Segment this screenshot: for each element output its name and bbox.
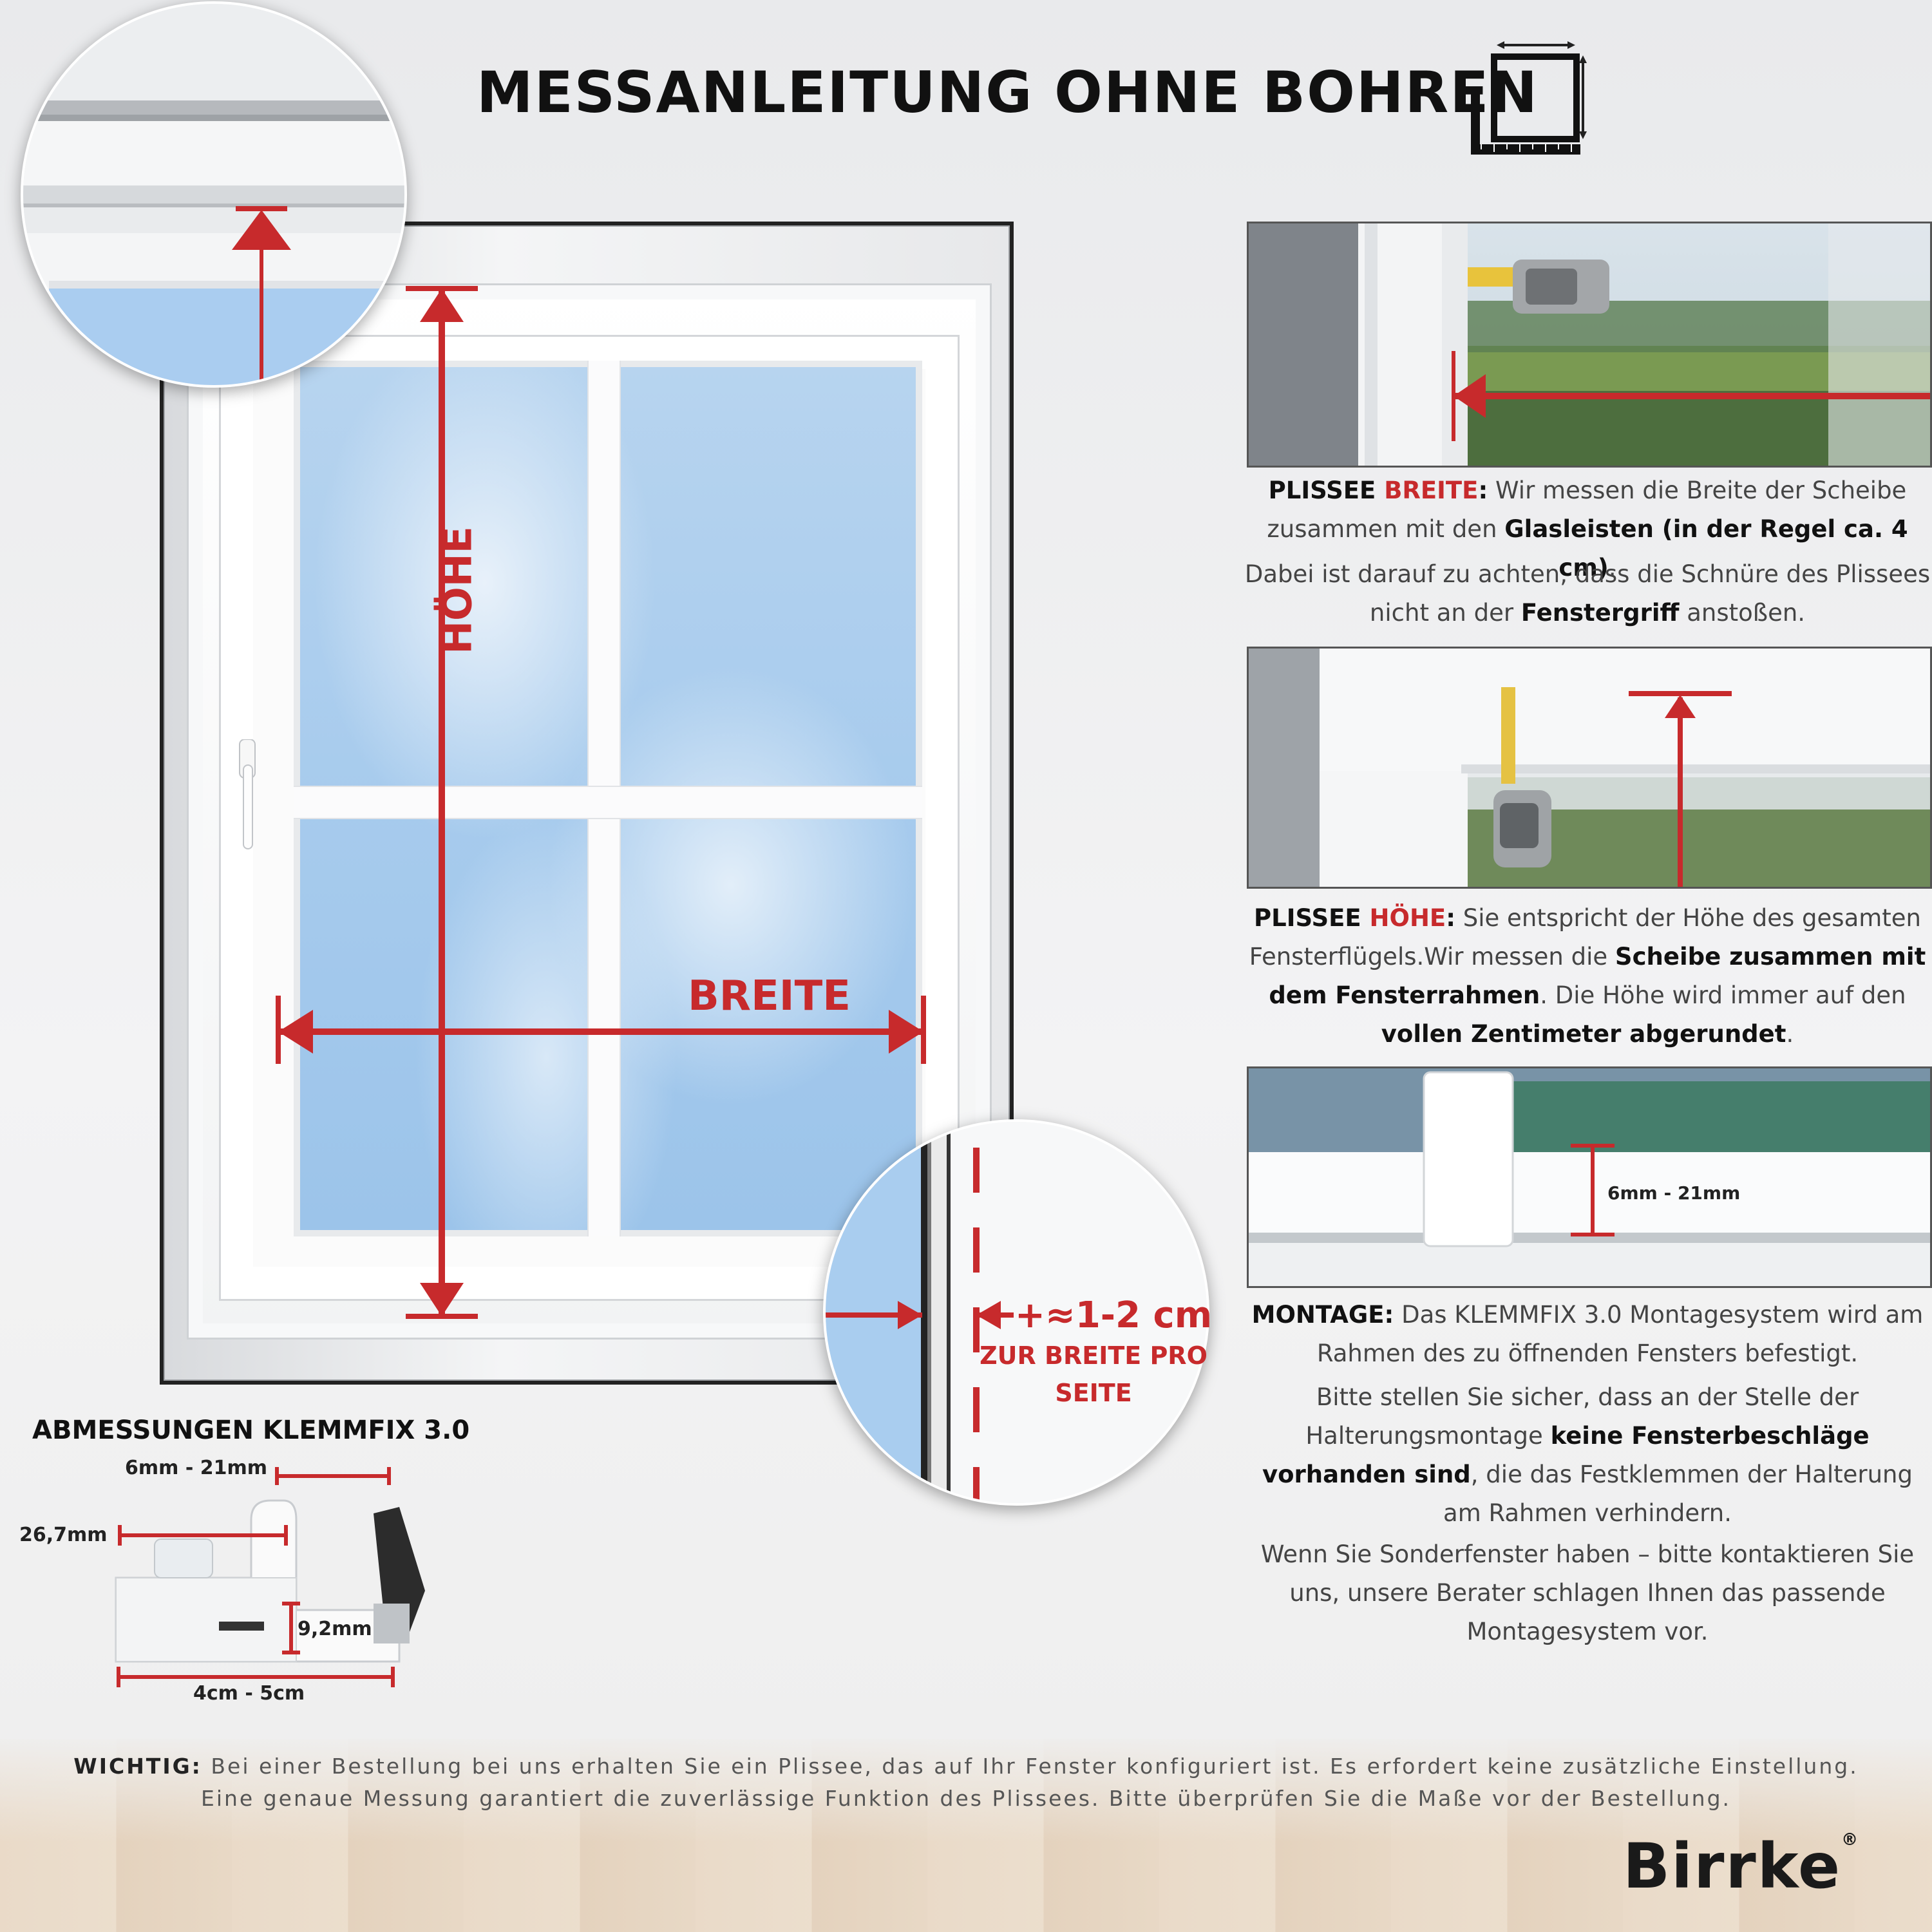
- hoehe-bold-2: vollen Zentimeter abgerundet: [1381, 1020, 1786, 1048]
- floor-fade: [0, 1739, 1932, 1842]
- breite-colon: :: [1478, 477, 1488, 504]
- hoehe-end: .: [1786, 1020, 1794, 1048]
- mount-range-label: 6mm - 21mm: [1607, 1182, 1741, 1204]
- montage-text-1: Das KLEMMFIX 3.0 Montagesystem wird am R…: [1316, 1301, 1924, 1367]
- breite-description: PLISSEE BREITE: Wir messen die Breite de…: [1243, 471, 1932, 587]
- square-ruler-icon: [1471, 41, 1587, 155]
- klemmfix-title: ABMESSUNGEN KLEMMFIX 3.0: [32, 1416, 470, 1445]
- breite-lead: PLISSEE: [1268, 477, 1385, 504]
- klemmfix-dim-top: 6mm - 21mm: [125, 1457, 268, 1479]
- breite-text-2: Dabei ist darauf zu achten, dass die Sch…: [1244, 560, 1931, 627]
- montage-bold-2: keine Fensterbeschläge vorhanden sind: [1262, 1422, 1870, 1488]
- montage-description: MONTAGE: Das KLEMMFIX 3.0 Montagesystem …: [1243, 1296, 1932, 1373]
- height-label: HÖHE: [433, 526, 481, 654]
- side-add-note: ZUR BREITE PRO SEITE: [980, 1341, 1208, 1407]
- photo-height-measure: [1247, 647, 1932, 889]
- photo-height-scene: [1249, 649, 1930, 887]
- side-add-value: +≈1-2 cm: [1015, 1294, 1213, 1336]
- montage-text-2b: , die das Festklemmen der Halterung am R…: [1443, 1461, 1913, 1527]
- hoehe-keyword: HÖHE: [1369, 904, 1446, 932]
- breite-end-2: anstoßen.: [1679, 599, 1806, 627]
- montage-lead: MONTAGE:: [1251, 1301, 1394, 1329]
- window-mullion-horizontal: [294, 786, 922, 819]
- hoehe-text-1: Sie entspricht der Höhe des gesamten Fen…: [1249, 904, 1921, 971]
- klemmfix-dim-height: 9,2mm: [298, 1618, 372, 1640]
- breite-keyword: BREITE: [1384, 477, 1479, 504]
- photo-width-measure: [1247, 222, 1932, 468]
- klemmfix-dim-bottom: 4cm - 5cm: [193, 1682, 305, 1705]
- hoehe-bold-1: Scheibe zusammen mit dem Fensterrahmen: [1269, 943, 1926, 1009]
- klemmfix-diagram: [115, 1467, 425, 1687]
- hoehe-colon: :: [1446, 904, 1455, 932]
- important-line-2: Eine genaue Messung garantiert die zuver…: [200, 1786, 1732, 1811]
- hoehe-lead: PLISSEE: [1254, 904, 1370, 932]
- breite-bold-2: Fenstergriff: [1520, 599, 1680, 627]
- hoehe-text-2: . Die Höhe wird immer auf den: [1540, 981, 1906, 1009]
- width-label: BREITE: [688, 972, 851, 1020]
- photo-width-scene: [1249, 223, 1930, 466]
- important-line-1: Bei einer Bestellung bei uns erhalten Si…: [202, 1754, 1859, 1779]
- montage-text-2: Bitte stellen Sie sicher, dass an der St…: [1305, 1383, 1859, 1450]
- klemmfix-dim-left: 26,7mm: [19, 1524, 108, 1546]
- brand-mark: ®: [1841, 1830, 1860, 1850]
- page-title: MESSANLEITUNG OHNE BOHREN: [477, 59, 1539, 126]
- zoom-circle-top: [21, 1, 407, 388]
- montage-contact: Wenn Sie Sonderfenster haben – bitte kon…: [1260, 1540, 1915, 1645]
- window-handle-icon: [239, 739, 256, 849]
- hoehe-description: PLISSEE HÖHE: Sie entspricht der Höhe de…: [1243, 899, 1932, 1054]
- breite-bold-1: Glasleisten (in der Regel ca. 4 cm): [1504, 515, 1908, 582]
- breite-note: Dabei ist darauf zu achten, dass die Sch…: [1243, 555, 1932, 632]
- brand-logo: Birrke®: [1623, 1830, 1859, 1902]
- brand-name: Birrke: [1623, 1830, 1842, 1902]
- breite-text-1: Wir messen die Breite der Scheibe zusamm…: [1267, 477, 1907, 543]
- montage-warning: Bitte stellen Sie sicher, dass an der St…: [1243, 1378, 1932, 1533]
- photo-mount-scene: [1249, 1068, 1930, 1286]
- frame-top-detail: [23, 4, 404, 385]
- breite-end-1: .: [1608, 554, 1616, 582]
- photo-mount-range: [1247, 1066, 1932, 1288]
- important-lead: WICHTIG:: [73, 1754, 202, 1779]
- important-note: WICHTIG: Bei einer Bestellung bei uns er…: [39, 1750, 1893, 1815]
